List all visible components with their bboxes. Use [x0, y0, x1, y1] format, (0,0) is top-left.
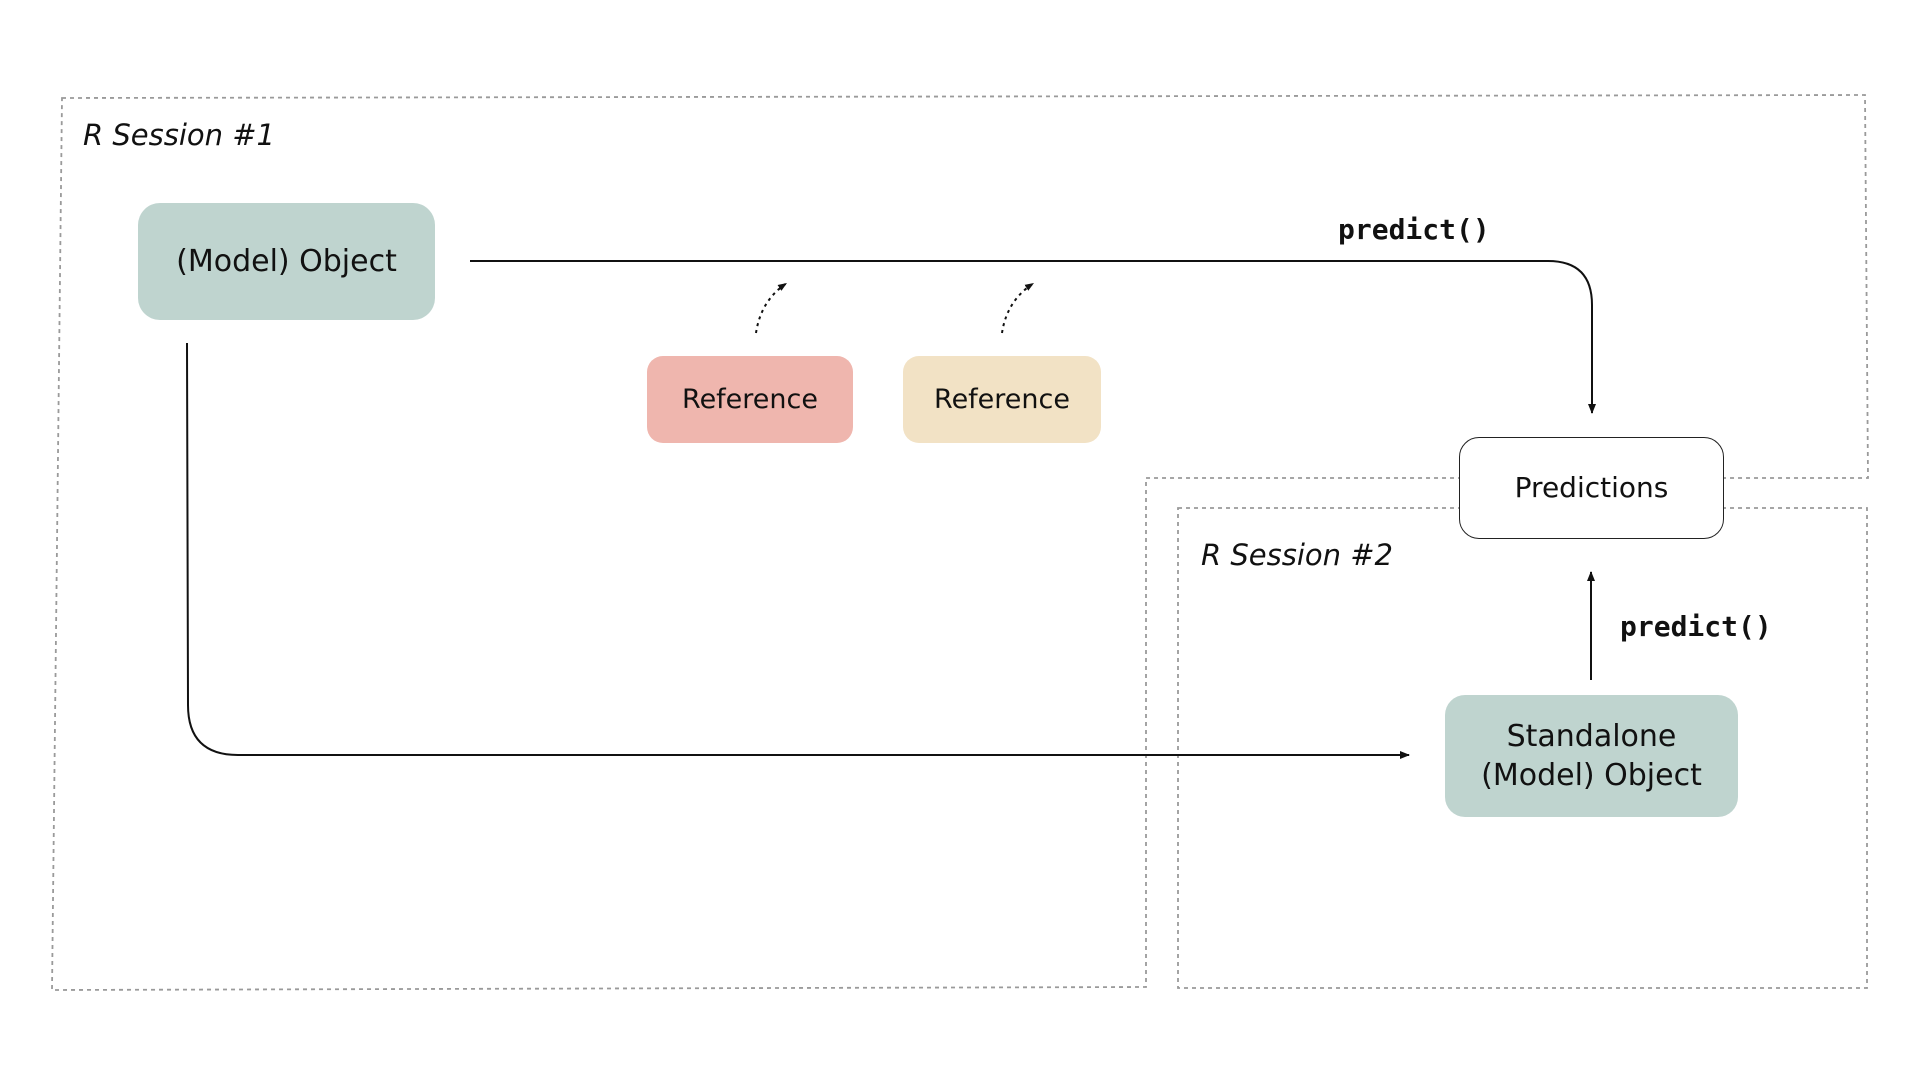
session-1-boundary: [51, 94, 1869, 991]
session-2-label: R Session #2: [1201, 538, 1393, 572]
standalone-line-1: Standalone: [1506, 719, 1677, 754]
reference-1-label: Reference: [682, 383, 818, 415]
session-1-label: R Session #1: [83, 118, 275, 152]
reference-node-2: Reference: [903, 356, 1101, 443]
model-object-node: (Model) Object: [138, 203, 435, 320]
predict-arrow-top: [470, 260, 1596, 414]
predict-label-right: predict(): [1620, 610, 1772, 643]
predictions-label: Predictions: [1514, 470, 1669, 504]
bundle-arrow: [186, 342, 1410, 759]
standalone-object-node: Standalone (Model) Object: [1445, 695, 1738, 817]
reference-2-label: Reference: [934, 383, 1070, 415]
reference-node-1: Reference: [647, 356, 853, 443]
model-object-label: (Model) Object: [176, 244, 397, 279]
predict-label-top: predict(): [1338, 213, 1490, 246]
reference-1-pointer: [755, 282, 788, 334]
predictions-node: Predictions: [1459, 437, 1724, 539]
standalone-line-2: (Model) Object: [1481, 758, 1702, 793]
reference-2-pointer: [1001, 282, 1035, 334]
